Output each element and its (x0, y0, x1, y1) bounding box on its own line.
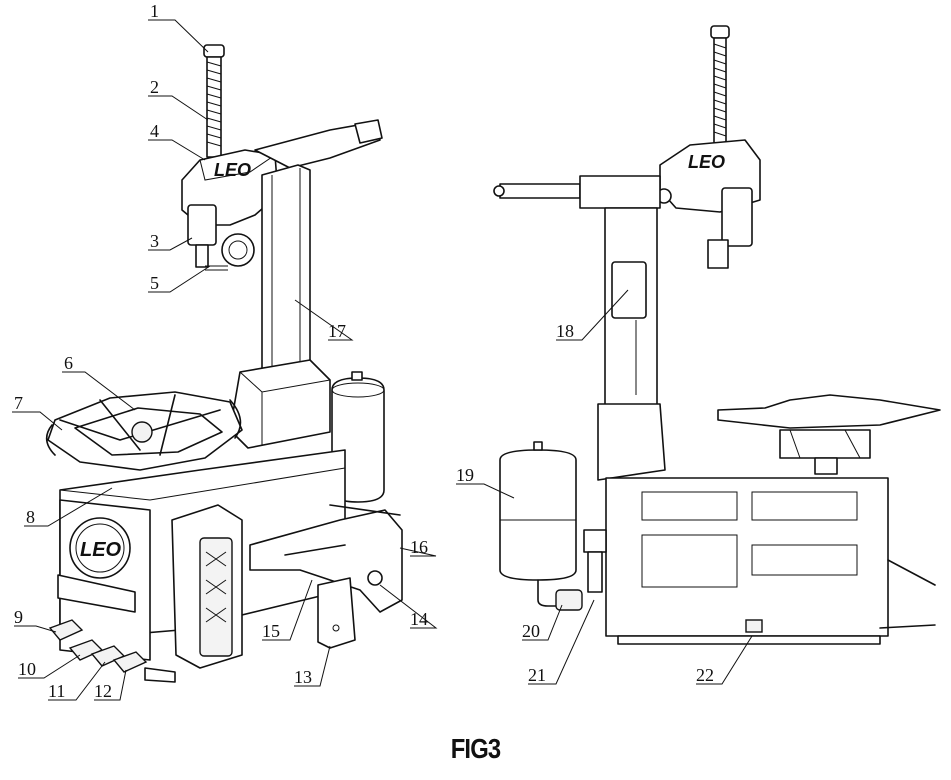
callout-17: 17 (328, 321, 346, 341)
callout-9: 9 (14, 607, 23, 627)
callout-18: 18 (556, 321, 574, 341)
callout-19: 19 (456, 465, 474, 485)
right-vertical-column (597, 207, 666, 481)
callout-20: 20 (522, 621, 540, 641)
left-view-tire-changer: LEO (45, 44, 403, 683)
callout-7: 7 (14, 393, 23, 413)
right-turntable-assembly (717, 394, 941, 475)
callout-15: 15 (262, 621, 280, 641)
callout-3: 3 (150, 231, 159, 251)
left-swing-arm-head: LEO (181, 149, 279, 271)
callout-numbers: 1 2 3 4 5 6 7 8 9 10 11 12 13 14 15 16 1… (14, 1, 714, 701)
callout-16: 16 (410, 537, 428, 557)
left-foot-pedals (48, 619, 148, 673)
callout-8: 8 (26, 507, 35, 527)
callout-13: 13 (294, 667, 312, 687)
left-vertical-column (229, 164, 331, 449)
callout-11: 11 (48, 681, 65, 701)
callout-12: 12 (94, 681, 112, 701)
right-air-filter-regulator (555, 529, 607, 611)
right-swing-arm-head: LEO (656, 139, 761, 269)
left-cabinet-logo-text: LEO (80, 539, 122, 561)
figure-caption: FIG3 (450, 733, 501, 764)
left-threaded-shaft (203, 44, 225, 158)
right-threaded-shaft (710, 25, 730, 147)
callout-4: 4 (150, 121, 159, 141)
callout-2: 2 (150, 77, 159, 97)
callout-21: 21 (528, 665, 546, 685)
callout-22: 22 (696, 665, 714, 685)
right-head-logo-text: LEO (688, 152, 725, 172)
right-cabinet-body (605, 477, 936, 645)
left-head-logo-text: LEO (214, 160, 251, 180)
right-horizontal-arm (493, 175, 661, 209)
callout-leaders (12, 19, 753, 701)
left-turntable-clamps (45, 391, 243, 471)
callout-14: 14 (410, 609, 428, 629)
callout-10: 10 (18, 659, 36, 679)
callout-1: 1 (150, 1, 159, 21)
callout-5: 5 (150, 273, 159, 293)
left-cabinet-body: LEO (57, 449, 403, 683)
right-air-tank (499, 441, 577, 607)
left-horizontal-arm (254, 119, 383, 169)
callout-6: 6 (64, 353, 73, 373)
